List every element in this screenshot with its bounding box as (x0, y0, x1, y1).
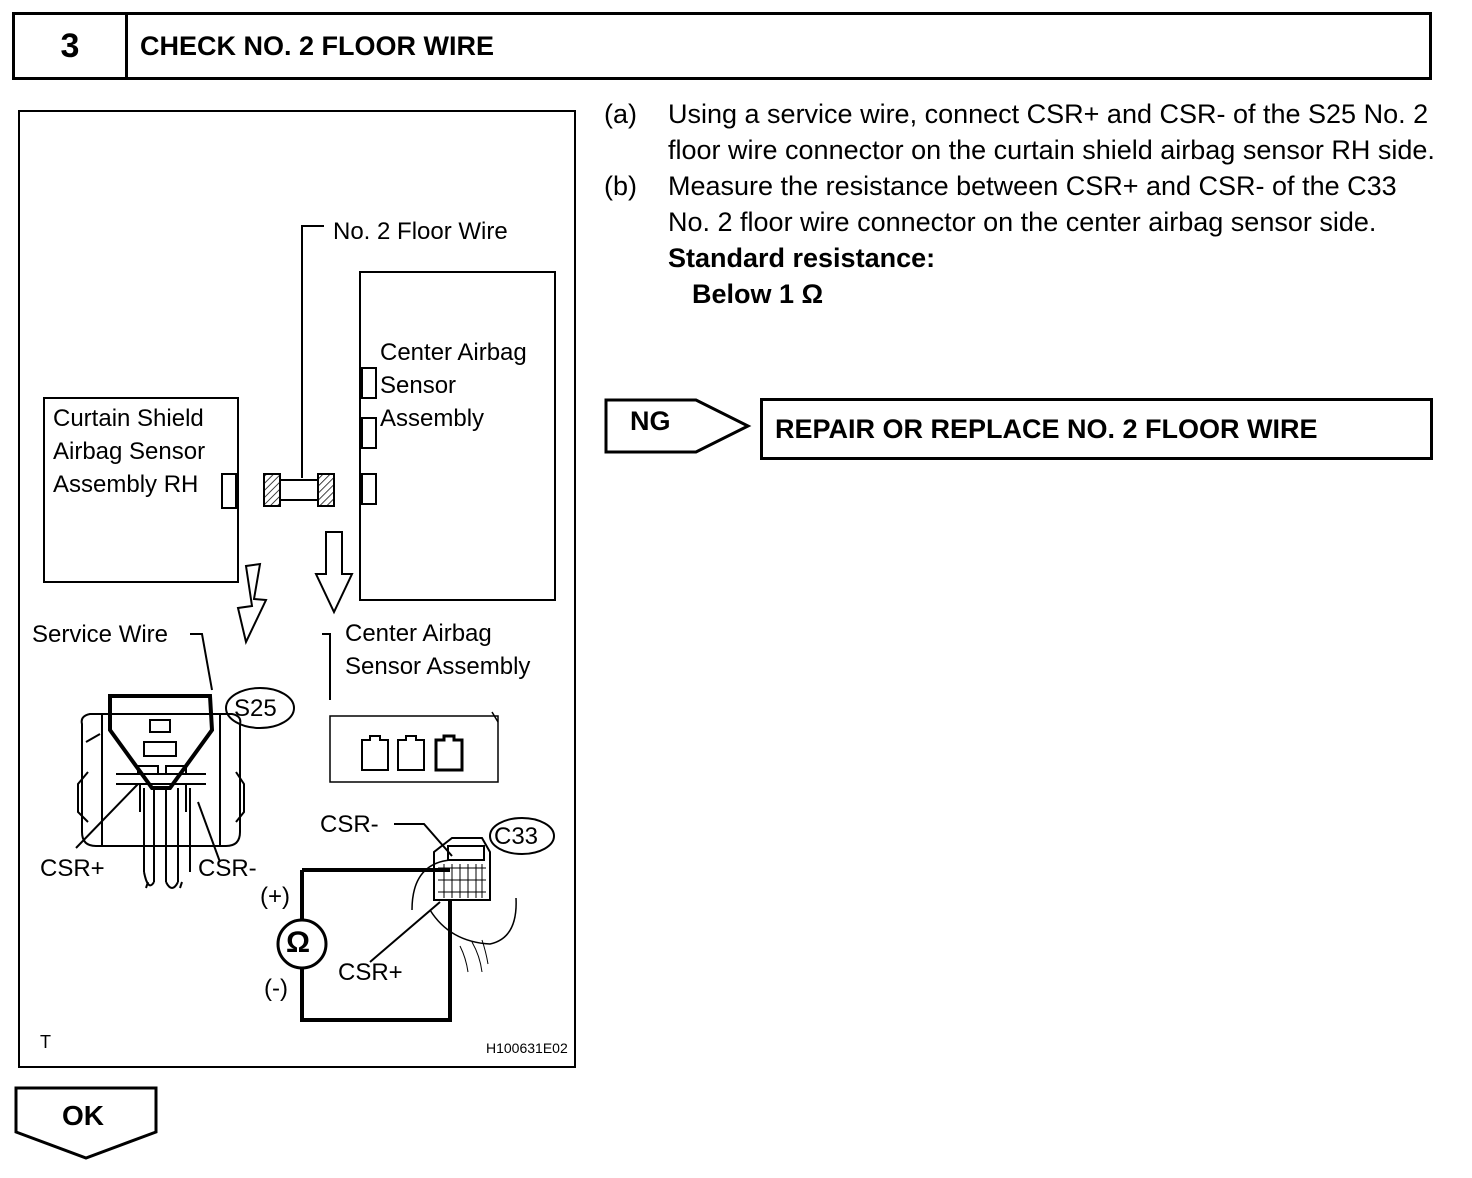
ok-arrow-icon (14, 1086, 158, 1160)
center-sensor-box (359, 271, 556, 601)
c33-badge (489, 817, 555, 855)
label-center-lower-line1: Center Airbag (345, 620, 492, 647)
ng-arrow-icon (604, 398, 752, 454)
step-a: (a) Using a service wire, connect CSR+ a… (604, 96, 1444, 168)
s25-label: S25 (234, 695, 277, 722)
c33-label: C33 (494, 823, 539, 850)
label-service-wire: Service Wire (32, 621, 169, 648)
step-title: CHECK NO. 2 FLOOR WIRE (140, 30, 495, 61)
label-center-sensor-line1: Center Airbag (380, 339, 527, 366)
procedure-steps: (a) Using a service wire, connect CSR+ a… (604, 96, 1444, 312)
figure-id: H100631E02 (486, 1040, 568, 1056)
label-csr-minus-s25: CSR- (198, 855, 257, 882)
label-center-sensor-line3: Assembly (380, 405, 485, 432)
floor-wire-leader (301, 225, 324, 478)
down-arrow-left (236, 562, 268, 646)
label-curtain-line1: Curtain Shield (53, 405, 204, 432)
label-center-lower-line2: Sensor Assembly (345, 653, 531, 680)
ohmmeter (276, 918, 328, 970)
step-b-letter: (b) (604, 171, 637, 201)
step-a-letter: (a) (604, 99, 637, 129)
corner-code: T (40, 1032, 51, 1052)
down-arrow-right (314, 531, 354, 615)
curtain-shield-box (43, 397, 239, 583)
floor-wire-connector-left (263, 473, 281, 507)
c33-connector (411, 837, 517, 973)
ng-label: NG (630, 406, 671, 436)
floor-wire-connector-right (317, 473, 335, 507)
label-floor-wire: No. 2 Floor Wire (333, 218, 508, 245)
s25-connector (77, 694, 245, 889)
standard-label: Standard resistance: (668, 243, 936, 273)
s25-badge (225, 687, 295, 729)
label-curtain-line3: Assembly RH (53, 471, 199, 498)
wiring-drawing (43, 225, 556, 1022)
ng-branch: NG (604, 398, 754, 461)
standard-value: Below 1 Ω (692, 279, 824, 309)
label-curtain-line2: Airbag Sensor (53, 438, 206, 465)
label-csr-plus-c33: CSR+ (338, 959, 403, 986)
wiring-illustration: No. 2 Floor Wire Center Airbag Sensor As… (18, 110, 576, 1068)
step-b-text: Measure the resistance between CSR+ and … (668, 171, 1397, 237)
ok-branch: OK (14, 1086, 160, 1165)
step-number: 3 (15, 15, 128, 77)
meter-minus-label: (-) (264, 975, 288, 1002)
meter-plus-label: (+) (260, 883, 290, 910)
label-csr-minus-c33: CSR- (320, 811, 379, 838)
ohm-icon: Ω (286, 926, 311, 959)
label-csr-plus-s25: CSR+ (40, 855, 105, 882)
step-b: (b) Measure the resistance between CSR+ … (604, 168, 1444, 240)
step-header: 3 CHECK NO. 2 FLOOR WIRE (12, 12, 1432, 80)
step-a-text: Using a service wire, connect CSR+ and C… (668, 99, 1435, 165)
center-sensor-lower (329, 715, 499, 783)
label-center-sensor-line2: Sensor (380, 372, 457, 399)
ng-action-box: REPAIR OR REPLACE NO. 2 FLOOR WIRE (760, 398, 1433, 460)
ok-label: OK (62, 1100, 104, 1131)
